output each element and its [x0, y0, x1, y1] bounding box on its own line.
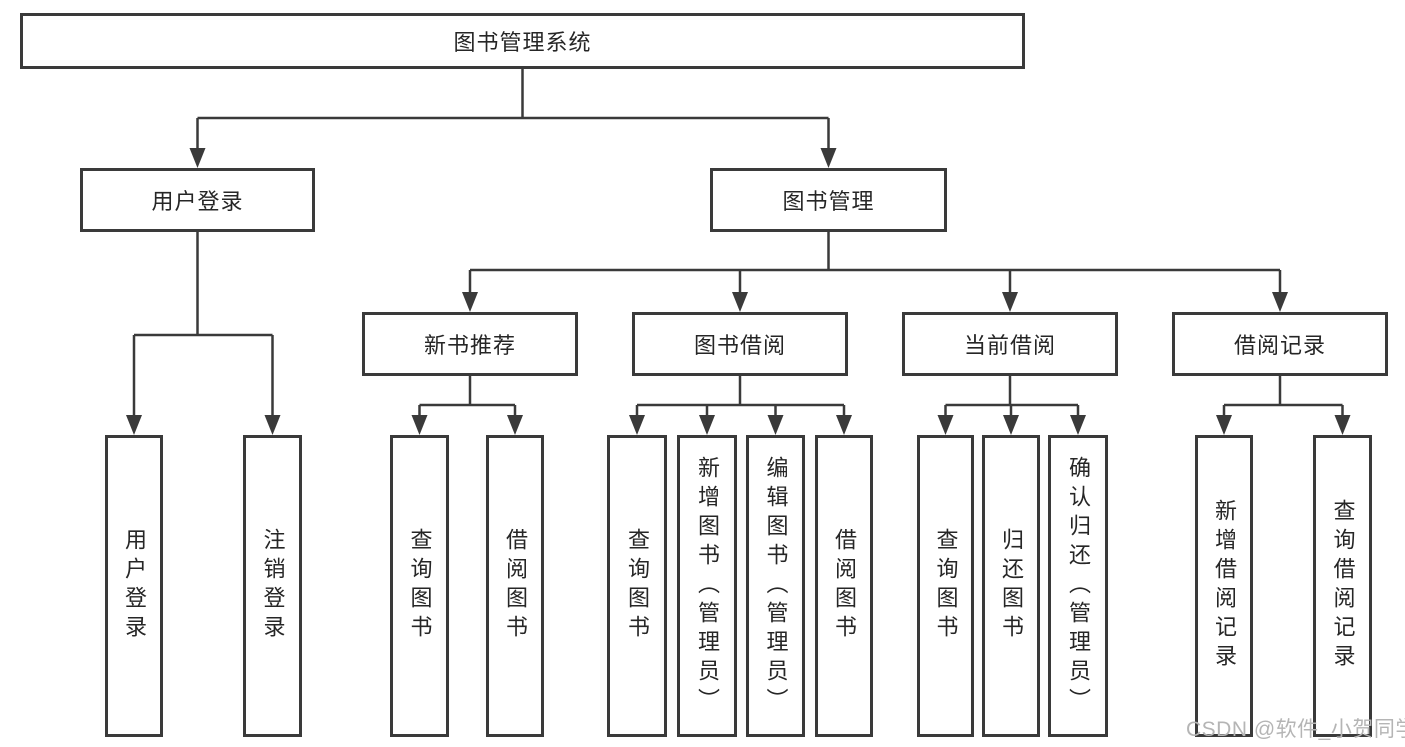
node-root: 图书管理系统: [20, 13, 1025, 69]
arrowhead-icon: [1003, 415, 1019, 435]
arrowhead-icon: [507, 415, 523, 435]
arrowhead-icon: [1334, 415, 1351, 435]
node-user-login-label: 用户登录: [151, 189, 244, 214]
arrowhead-icon: [1002, 292, 1018, 312]
node-user-login: 用户登录: [80, 168, 315, 232]
node-book-borrow: 图书借阅: [632, 312, 848, 376]
node-book-management: 图书管理: [710, 168, 947, 232]
arrowhead-icon: [189, 148, 206, 168]
leaf-logout: 注销登录: [243, 435, 302, 737]
leaf-nb-query-books-label: 查询图书: [407, 528, 433, 644]
arrowhead-icon: [126, 415, 142, 435]
leaf-bb-edit-books-admin: 编辑图书（管理员）: [746, 435, 805, 737]
leaf-cb-confirm-return-admin-label: 确认归还（管理员）: [1066, 455, 1091, 717]
leaf-bb-add-books-admin-label: 新增图书（管理员）: [695, 455, 720, 717]
arrowhead-icon: [732, 292, 748, 312]
node-book-borrow-label: 图书借阅: [693, 333, 786, 358]
leaf-user-login-label: 用户登录: [122, 528, 147, 644]
arrowhead-icon: [767, 415, 784, 435]
arrowhead-icon: [1216, 415, 1232, 435]
leaf-bb-borrow-books: 借阅图书: [815, 435, 873, 737]
arrowhead-icon: [411, 415, 428, 435]
leaf-logout-label: 注销登录: [260, 528, 286, 644]
arrowhead-icon: [820, 148, 837, 168]
node-current-borrow-label: 当前借阅: [963, 333, 1056, 358]
node-new-book-recommend: 新书推荐: [362, 312, 578, 376]
node-new-book-recommend-label: 新书推荐: [423, 333, 516, 358]
leaf-nb-query-books: 查询图书: [390, 435, 449, 737]
leaf-br-query-borrow-record-label: 查询借阅记录: [1330, 499, 1356, 673]
leaf-br-add-borrow-record: 新增借阅记录: [1195, 435, 1253, 737]
leaf-bb-borrow-books-label: 借阅图书: [832, 528, 857, 644]
leaf-nb-borrow-books-label: 借阅图书: [503, 528, 528, 644]
leaf-cb-query-books: 查询图书: [917, 435, 974, 737]
watermark: CSDN @软件_小贺同学: [1186, 718, 1405, 741]
arrowhead-icon: [462, 292, 478, 312]
leaf-nb-borrow-books: 借阅图书: [486, 435, 544, 737]
arrowhead-icon: [699, 415, 715, 435]
arrowhead-icon: [629, 415, 645, 435]
leaf-user-login: 用户登录: [105, 435, 163, 737]
node-borrow-records-label: 借阅记录: [1233, 333, 1326, 358]
arrowhead-icon: [836, 415, 852, 435]
leaf-bb-edit-books-admin-label: 编辑图书（管理员）: [763, 455, 789, 717]
leaf-bb-query-books-label: 查询图书: [625, 528, 650, 644]
arrowhead-icon: [1272, 292, 1288, 312]
arrowhead-icon: [937, 415, 954, 435]
leaf-cb-return-books: 归还图书: [982, 435, 1040, 737]
arrowhead-icon: [264, 415, 281, 435]
leaf-cb-query-books-label: 查询图书: [933, 528, 959, 644]
leaf-br-add-borrow-record-label: 新增借阅记录: [1212, 499, 1237, 673]
arrowhead-icon: [1070, 415, 1086, 435]
leaf-cb-confirm-return-admin: 确认归还（管理员）: [1048, 435, 1108, 737]
leaf-br-query-borrow-record: 查询借阅记录: [1313, 435, 1372, 737]
tree-edges: [132, 69, 1344, 420]
leaf-bb-query-books: 查询图书: [607, 435, 667, 737]
leaf-cb-return-books-label: 归还图书: [999, 528, 1024, 644]
node-root-label: 图书管理系统: [453, 30, 592, 55]
node-current-borrow: 当前借阅: [902, 312, 1118, 376]
leaf-bb-add-books-admin: 新增图书（管理员）: [677, 435, 737, 737]
node-book-management-label: 图书管理: [782, 189, 875, 214]
node-borrow-records: 借阅记录: [1172, 312, 1388, 376]
arrowheads: [126, 148, 1351, 435]
